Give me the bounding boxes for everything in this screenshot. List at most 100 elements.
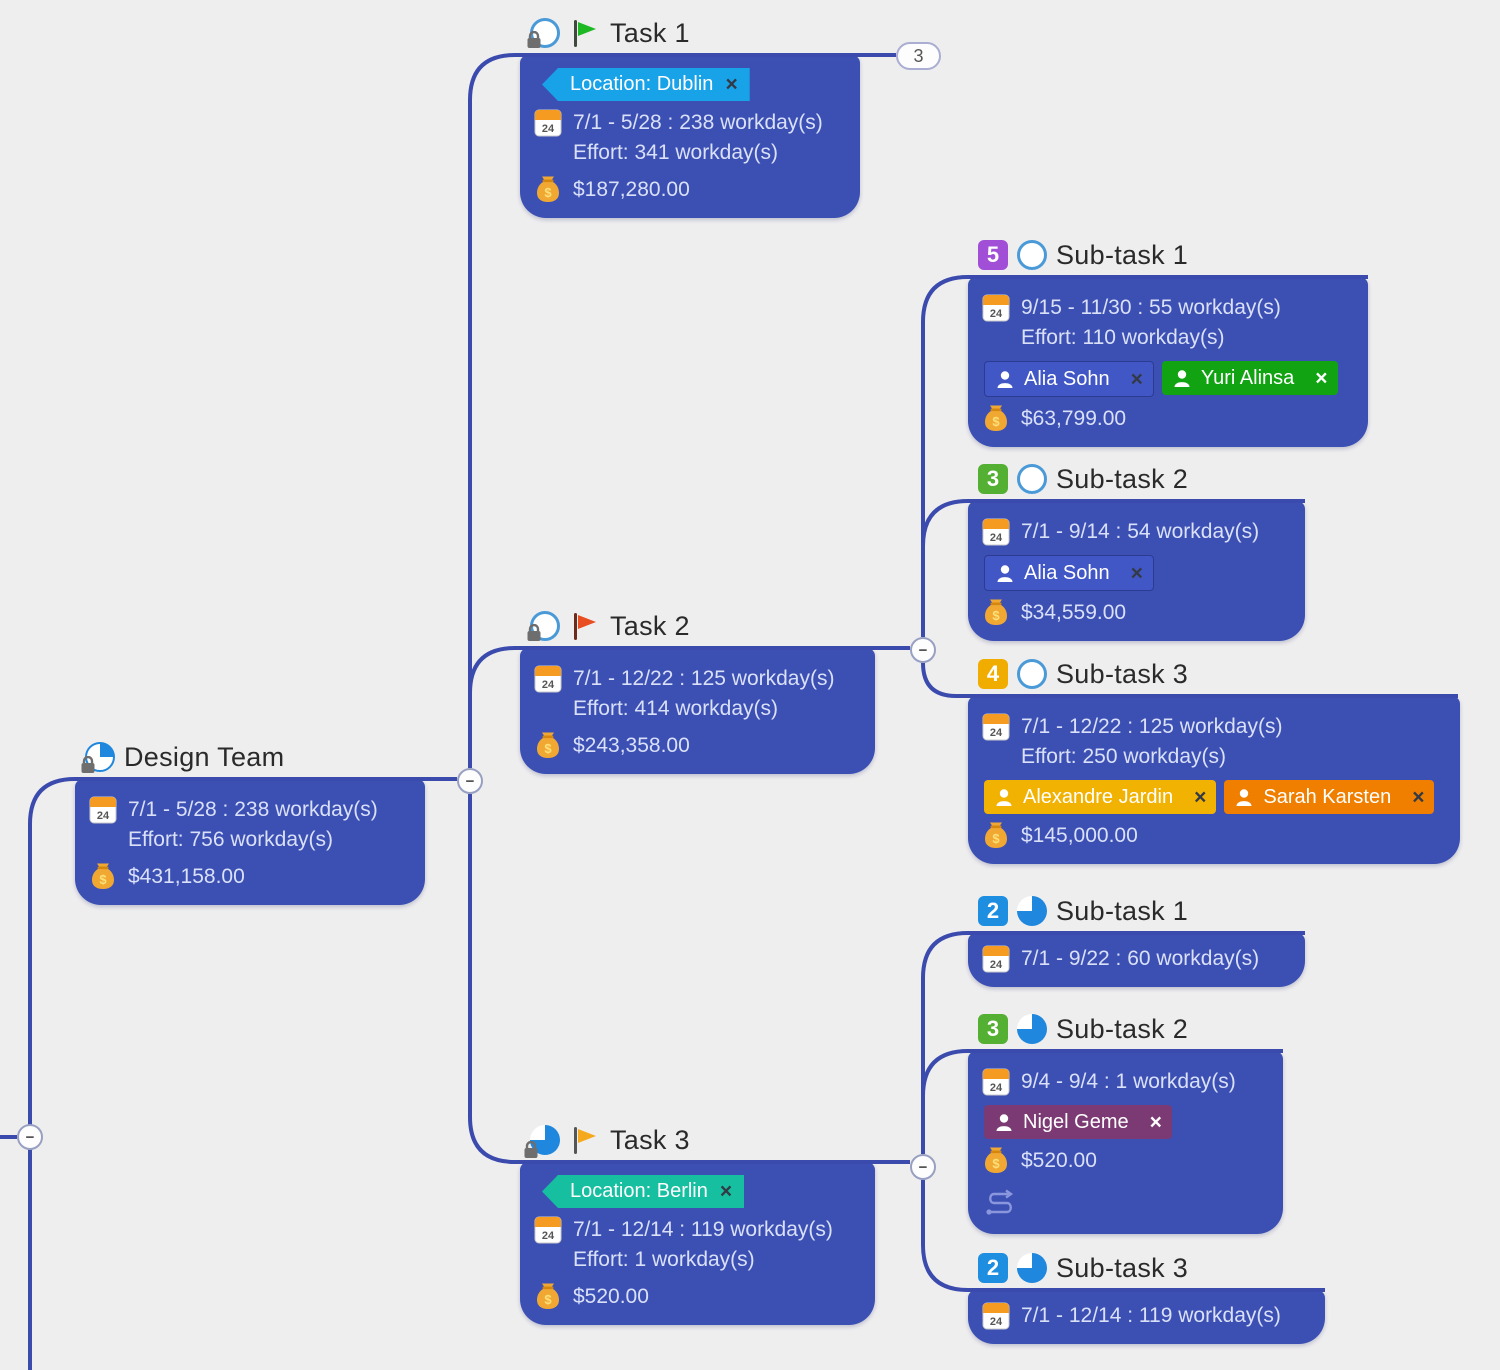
progress-pie-icon — [1017, 896, 1047, 926]
progress-pie-icon — [1017, 1253, 1047, 1283]
collapse-button-left-branch[interactable]: − — [17, 1124, 43, 1150]
calendar-icon — [982, 1068, 1010, 1096]
money-bag-icon — [985, 822, 1007, 848]
topic-title[interactable]: Sub-task 1 — [1056, 239, 1189, 270]
sub-task-2-card[interactable]: 9/4 - 9/4 : 1 workday(s) Nigel Geme × $5… — [968, 1051, 1283, 1234]
cost-text: $34,559.00 — [1021, 601, 1127, 624]
remove-resource-button[interactable]: × — [1149, 1110, 1162, 1134]
resource-name: Alia Sohn — [1024, 561, 1110, 584]
resource-name: Sarah Karsten — [1263, 785, 1392, 808]
collapse-button-task-2[interactable]: − — [910, 637, 936, 663]
resource-name: Alia Sohn — [1024, 367, 1110, 390]
resource-tag[interactable]: Sarah Karsten × — [1224, 780, 1435, 814]
topic-title[interactable]: Sub-task 2 — [1056, 1013, 1189, 1044]
topic-title[interactable]: Task 1 — [610, 17, 690, 48]
person-icon — [996, 1114, 1012, 1131]
topic-design-team[interactable]: Design Team — [75, 735, 425, 779]
cost-text: $63,799.00 — [1021, 407, 1127, 430]
effort-text: Effort: 414 workday(s) — [573, 697, 779, 720]
topic-sub-task-2[interactable]: 3 Sub-task 2 — [968, 1007, 1283, 1051]
person-icon — [997, 565, 1013, 582]
lock-icon — [526, 623, 542, 643]
person-icon — [997, 371, 1013, 388]
location-label: Location: Dublin — [570, 73, 714, 95]
task-2-card[interactable]: 7/1 - 12/22 : 125 workday(s) Effort: 414… — [520, 648, 875, 774]
schedule-text: 9/4 - 9/4 : 1 workday(s) — [1021, 1070, 1236, 1093]
schedule-text: 7/1 - 9/14 : 54 workday(s) — [1021, 520, 1260, 543]
dependency-route-icon — [985, 1189, 1013, 1216]
task-3-card[interactable]: Location: Berlin × 7/1 - 12/14 : 119 wor… — [520, 1162, 875, 1325]
schedule-text: 7/1 - 5/28 : 238 workday(s) — [573, 111, 823, 134]
topic-title[interactable]: Task 2 — [610, 610, 690, 641]
collapsed-children-count[interactable]: 3 — [896, 42, 941, 70]
remove-location-button[interactable]: × — [725, 73, 738, 96]
priority-badge: 2 — [978, 896, 1008, 926]
topic-sub-task-3[interactable]: 2 Sub-task 3 — [968, 1246, 1325, 1290]
collapse-button-design-team[interactable]: − — [457, 768, 483, 794]
resource-tag[interactable]: Alia Sohn × — [984, 555, 1154, 591]
person-icon — [996, 789, 1012, 806]
schedule-text: 7/1 - 12/14 : 119 workday(s) — [573, 1218, 833, 1241]
money-bag-icon — [92, 863, 114, 889]
collapse-button-task-3[interactable]: − — [910, 1154, 936, 1180]
topic-title[interactable]: Task 3 — [610, 1124, 690, 1155]
topic-sub-task-1[interactable]: 5 Sub-task 1 — [968, 233, 1368, 277]
topic-sub-task-2[interactable]: 3 Sub-task 2 — [968, 457, 1305, 501]
topic-task-2[interactable]: Task 2 — [520, 604, 875, 648]
effort-text: Effort: 341 workday(s) — [573, 141, 779, 164]
topic-sub-task-1[interactable]: 2 Sub-task 1 — [968, 889, 1305, 933]
sub-task-2-card[interactable]: 7/1 - 9/14 : 54 workday(s) Alia Sohn × $… — [968, 501, 1305, 641]
sub-task-1-card[interactable]: 9/15 - 11/30 : 55 workday(s) Effort: 110… — [968, 277, 1368, 447]
remove-location-button[interactable]: × — [719, 1180, 733, 1203]
topic-title[interactable]: Sub-task 1 — [1056, 895, 1189, 926]
calendar-icon — [534, 1216, 562, 1244]
sub-task-3-card[interactable]: 7/1 - 12/14 : 119 workday(s) — [968, 1290, 1325, 1344]
design-team-card[interactable]: 7/1 - 5/28 : 238 workday(s) Effort: 756 … — [75, 779, 425, 905]
progress-ring-icon — [526, 611, 560, 643]
resource-tag[interactable]: Nigel Geme × — [984, 1105, 1172, 1139]
lock-icon — [526, 30, 542, 50]
sub-task-3-card[interactable]: 7/1 - 12/22 : 125 workday(s) Effort: 250… — [968, 696, 1460, 864]
topic-title[interactable]: Sub-task 2 — [1056, 463, 1189, 494]
money-bag-icon — [985, 599, 1007, 625]
remove-resource-button[interactable]: × — [1412, 785, 1425, 809]
schedule-text: 7/1 - 12/22 : 125 workday(s) — [573, 667, 835, 690]
resource-name: Yuri Alinsa — [1200, 366, 1295, 389]
progress-pie-icon — [80, 742, 115, 775]
priority-badge: 5 — [978, 240, 1008, 270]
calendar-icon — [534, 109, 562, 137]
resource-tag[interactable]: Alexandre Jardin × — [984, 780, 1217, 814]
topic-title[interactable]: Design Team — [124, 741, 285, 772]
topic-title[interactable]: Sub-task 3 — [1056, 658, 1189, 689]
resource-tag[interactable]: Alia Sohn × — [984, 361, 1154, 397]
location-tag[interactable]: Location: Dublin × — [542, 68, 750, 101]
sub-task-1-card[interactable]: 7/1 - 9/22 : 60 workday(s) — [968, 933, 1305, 987]
topic-sub-task-3[interactable]: 4 Sub-task 3 — [968, 652, 1460, 696]
schedule-text: 7/1 - 5/28 : 238 workday(s) — [128, 798, 378, 821]
lock-icon — [80, 755, 96, 775]
schedule-text: 7/1 - 12/14 : 119 workday(s) — [1021, 1304, 1281, 1327]
progress-pie-icon — [1017, 1014, 1047, 1044]
person-icon — [1236, 789, 1252, 806]
resource-tag[interactable]: Yuri Alinsa × — [1161, 361, 1338, 395]
task-1-card[interactable]: Location: Dublin × 7/1 - 5/28 : 238 work… — [520, 55, 860, 218]
topic-task-1[interactable]: Task 1 — [520, 11, 860, 55]
calendar-icon — [534, 665, 562, 693]
topic-title[interactable]: Sub-task 3 — [1056, 1252, 1189, 1283]
remove-resource-button[interactable]: × — [1130, 367, 1143, 391]
schedule-text: 7/1 - 9/22 : 60 workday(s) — [1021, 947, 1260, 970]
calendar-icon — [89, 796, 117, 824]
remove-resource-button[interactable]: × — [1130, 561, 1143, 585]
priority-badge: 3 — [978, 464, 1008, 494]
remove-resource-button[interactable]: × — [1315, 366, 1328, 390]
effort-text: Effort: 1 workday(s) — [573, 1248, 755, 1271]
cost-text: $431,158.00 — [128, 865, 245, 888]
location-tag[interactable]: Location: Berlin × — [542, 1175, 745, 1208]
topic-task-3[interactable]: Task 3 — [520, 1118, 875, 1162]
calendar-icon — [982, 945, 1010, 973]
remove-resource-button[interactable]: × — [1194, 785, 1207, 809]
cost-text: $187,280.00 — [573, 178, 690, 201]
priority-badge: 2 — [978, 1253, 1008, 1283]
orange-flag-icon — [574, 1127, 596, 1154]
cost-text: $145,000.00 — [1021, 824, 1138, 847]
